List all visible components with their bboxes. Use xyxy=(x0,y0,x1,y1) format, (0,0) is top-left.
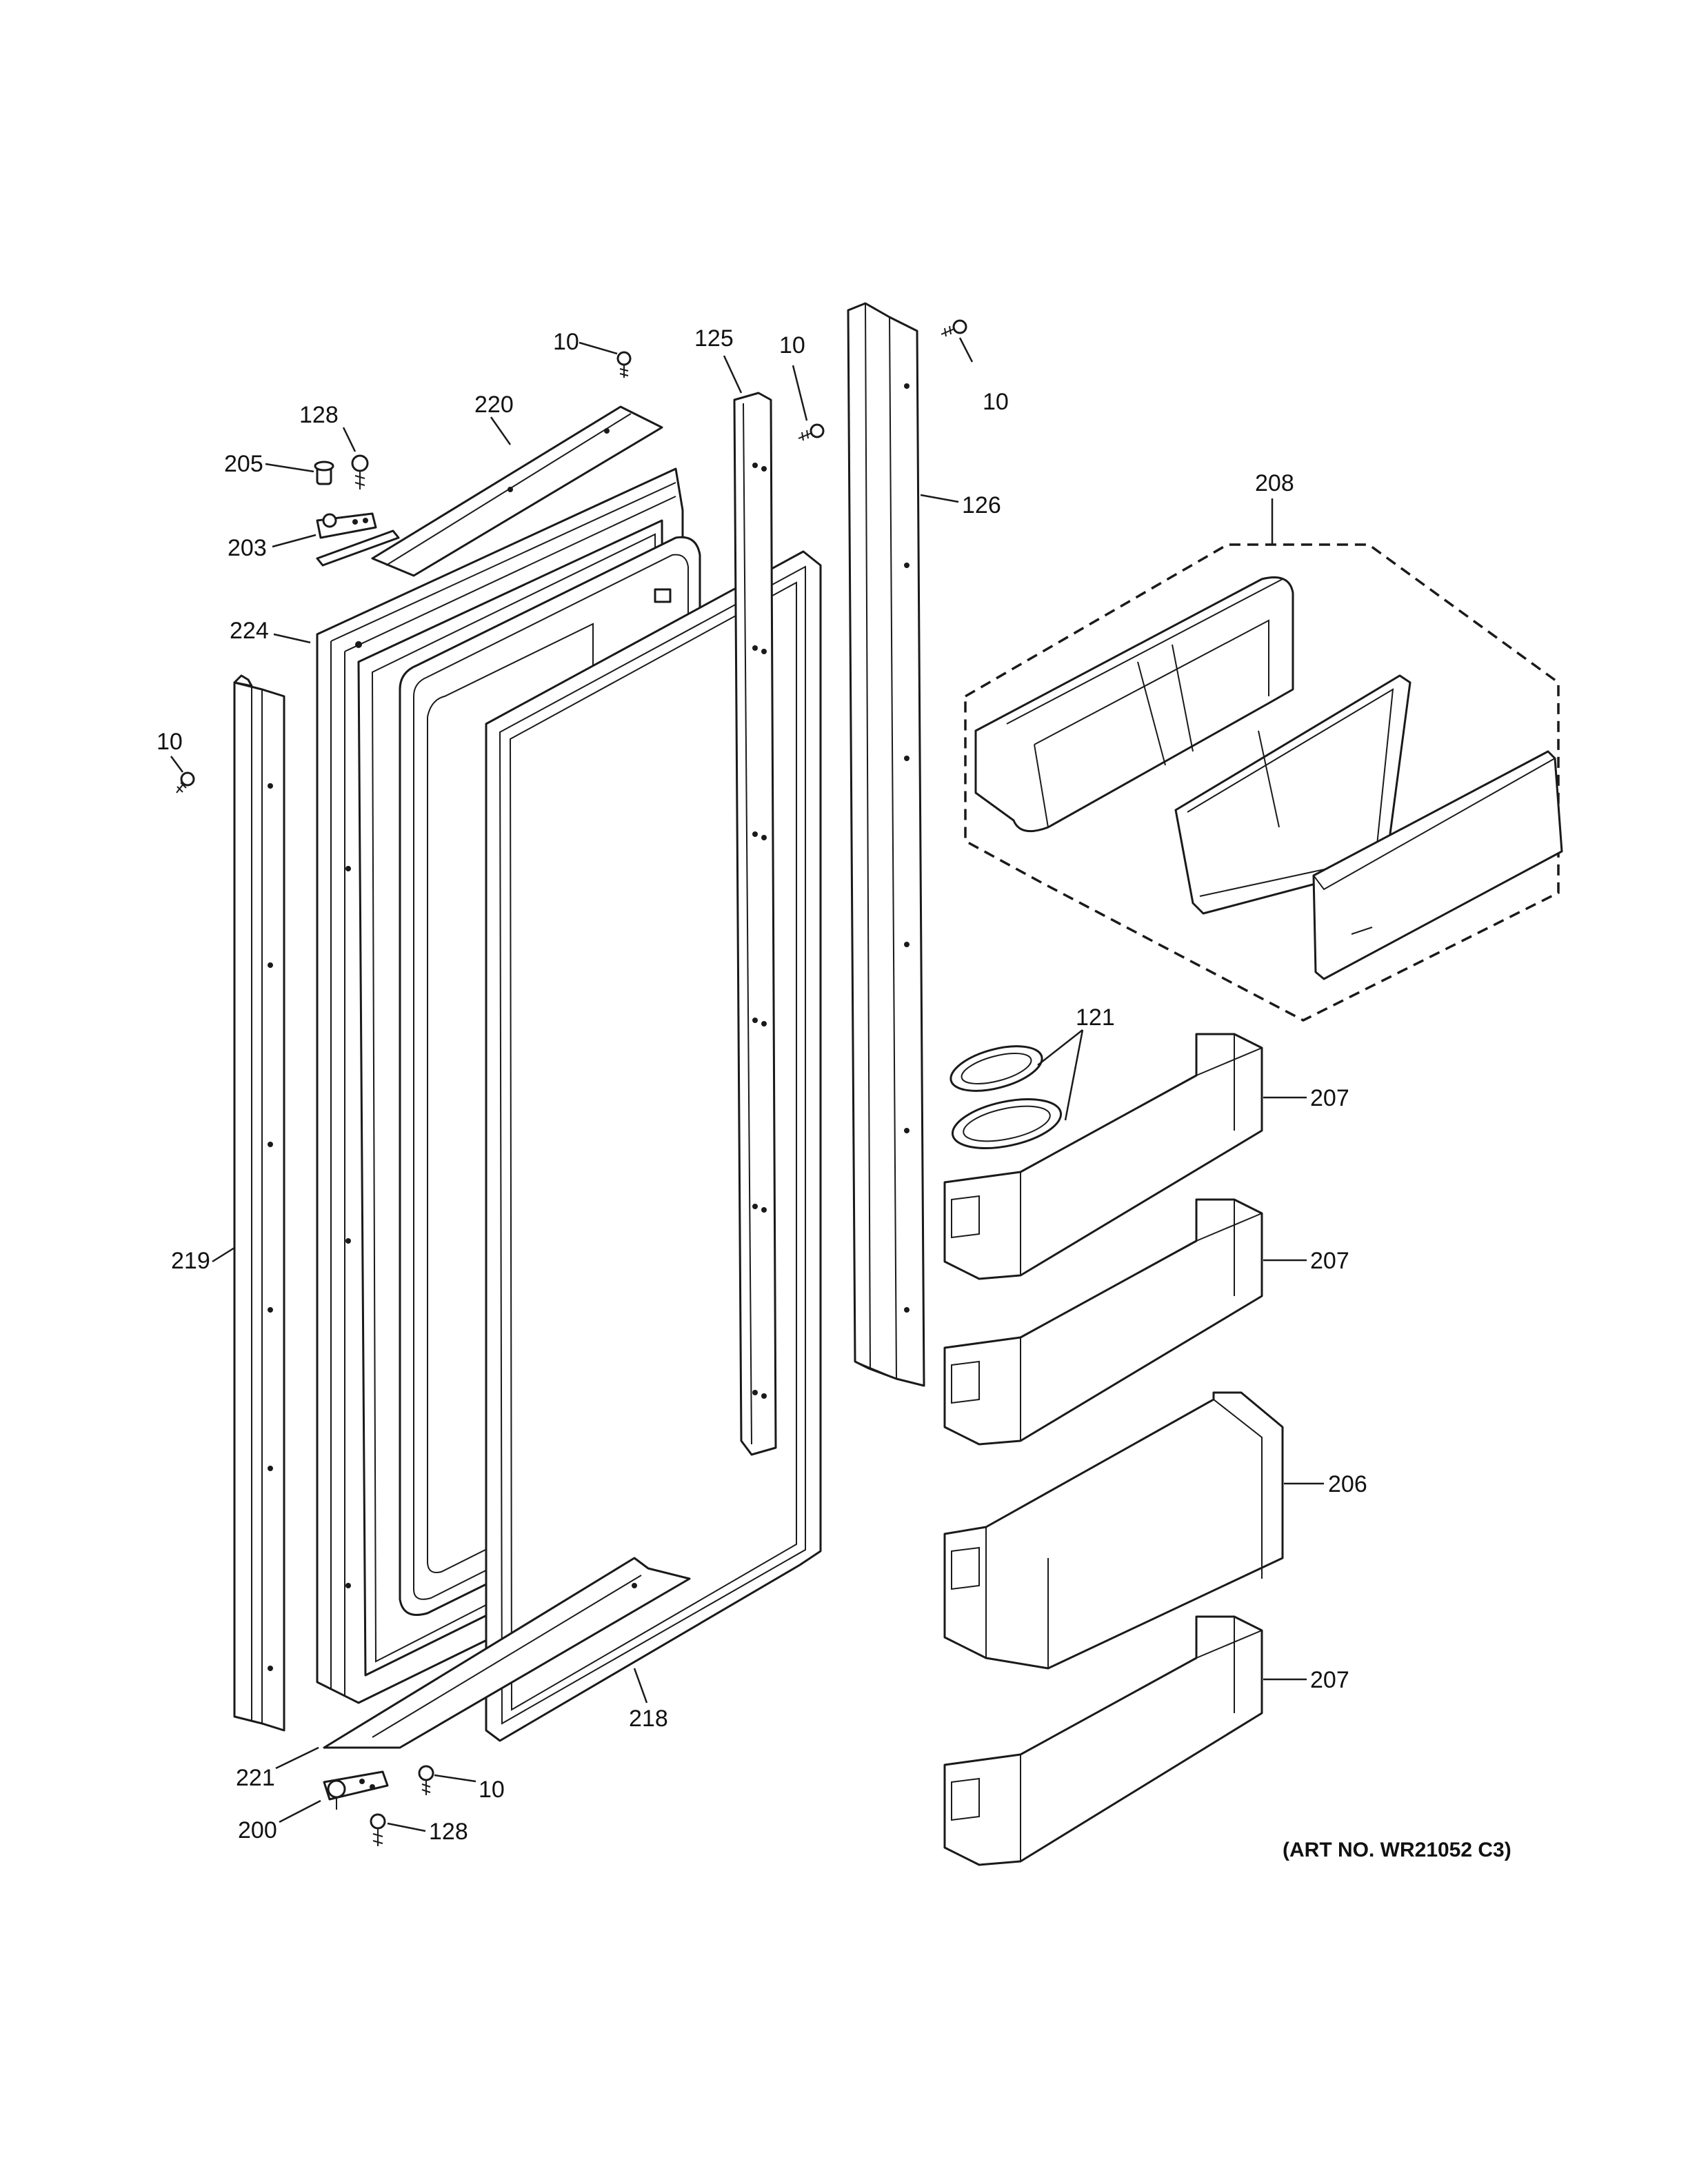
callout-10-b: 10 xyxy=(779,332,805,358)
callout-218: 218 xyxy=(629,1706,668,1732)
callout-10-e: 10 xyxy=(479,1777,505,1803)
callout-205: 205 xyxy=(224,451,263,477)
callout-207-c: 207 xyxy=(1310,1667,1349,1693)
part-208-pan-assembly xyxy=(964,543,1563,1022)
callout-labels: 10 10 10 125 126 128 220 205 203 224 10 … xyxy=(157,325,1511,1861)
part-203-top-hinge xyxy=(316,512,400,567)
part-10-screw-c xyxy=(941,319,967,337)
part-125-bracket xyxy=(733,392,777,1456)
part-206-bin-tall xyxy=(943,1391,1284,1670)
leader-lines xyxy=(170,337,1324,1832)
part-10-screw-b xyxy=(798,423,825,441)
part-205-pin xyxy=(314,461,334,485)
callout-206: 206 xyxy=(1328,1471,1367,1497)
callout-126: 126 xyxy=(962,492,1001,518)
part-219-left-trim xyxy=(233,674,285,1732)
part-10-screw-d xyxy=(176,771,195,793)
callout-10-a: 10 xyxy=(553,329,579,355)
part-128-screw-bottom xyxy=(370,1813,386,1846)
part-207-bin-2 xyxy=(943,1198,1263,1446)
callout-125: 125 xyxy=(694,325,734,352)
part-10-screw-e xyxy=(418,1765,434,1795)
part-207-bin-1 xyxy=(943,1033,1263,1280)
part-128-screw-top xyxy=(351,454,369,489)
part-200-bottom-hinge xyxy=(323,1770,389,1810)
callout-224: 224 xyxy=(230,618,269,644)
callout-121: 121 xyxy=(1076,1004,1115,1031)
callout-203: 203 xyxy=(228,535,267,561)
part-207-bin-3 xyxy=(943,1615,1263,1866)
callout-128-bottom: 128 xyxy=(429,1819,468,1845)
part-10-screw-a xyxy=(616,351,632,378)
part-121-gaskets xyxy=(950,1045,1063,1149)
callout-220: 220 xyxy=(474,392,514,418)
callout-208: 208 xyxy=(1255,470,1294,496)
callout-219: 219 xyxy=(171,1248,210,1274)
callout-207-b: 207 xyxy=(1310,1248,1349,1274)
art-number: (ART NO. WR21052 C3) xyxy=(1283,1839,1511,1861)
part-220-top-trim xyxy=(371,405,663,577)
callout-128-top: 128 xyxy=(299,402,339,428)
callout-200: 200 xyxy=(238,1817,277,1843)
callout-10-c: 10 xyxy=(983,389,1009,415)
part-126-channel-trim xyxy=(847,302,925,1387)
callout-10-d: 10 xyxy=(157,729,183,755)
callout-221: 221 xyxy=(236,1765,275,1791)
callout-207-a: 207 xyxy=(1310,1085,1349,1111)
part-221-bottom-trim xyxy=(323,1557,691,1749)
